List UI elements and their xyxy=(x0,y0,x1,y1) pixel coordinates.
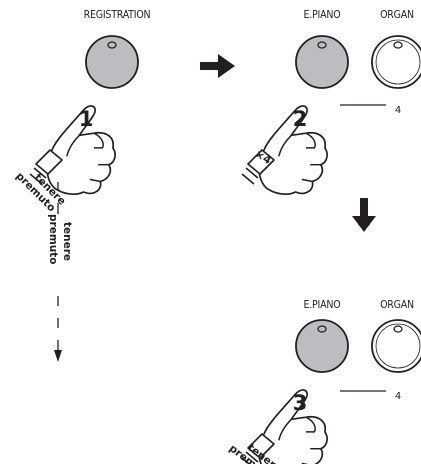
step-number-2: 2 xyxy=(293,107,308,131)
organ-button-bottom[interactable] xyxy=(371,319,421,373)
registration-button-led xyxy=(107,41,117,49)
organ-button-top-inner xyxy=(375,39,421,85)
indicator-value-bottom: 4 xyxy=(395,391,401,402)
epiano-button-top-led xyxy=(317,41,327,49)
indicator-value-top: 4 xyxy=(395,105,401,116)
epiano-button-bottom-led xyxy=(317,325,327,333)
hold-text-2-bottom: premuto xyxy=(47,214,59,264)
hold-arrow-head xyxy=(54,350,62,362)
hold-text-2: tenere premuto xyxy=(47,214,73,264)
epiano-button-bottom[interactable] xyxy=(295,319,349,373)
organ-button-top-led xyxy=(393,41,403,49)
organ-button-bottom-led xyxy=(393,325,403,333)
organ-button-bottom-inner xyxy=(375,323,421,369)
registration-button[interactable] xyxy=(85,35,139,89)
epiano-label-bottom: E.PIANO xyxy=(303,299,340,311)
organ-label-top: ORGAN xyxy=(380,9,414,21)
right-arrow xyxy=(200,54,235,78)
step-number-1: 1 xyxy=(79,107,94,131)
step-number-3: 3 xyxy=(293,391,308,415)
organ-button-top[interactable] xyxy=(371,35,421,89)
hold-text-2-top: tenere xyxy=(61,222,73,261)
registration-label: REGISTRATION xyxy=(84,9,151,21)
epiano-label-top: E.PIANO xyxy=(303,9,340,21)
down-arrow xyxy=(352,198,376,232)
epiano-button-top[interactable] xyxy=(295,35,349,89)
organ-label-bottom: ORGAN xyxy=(380,299,414,311)
